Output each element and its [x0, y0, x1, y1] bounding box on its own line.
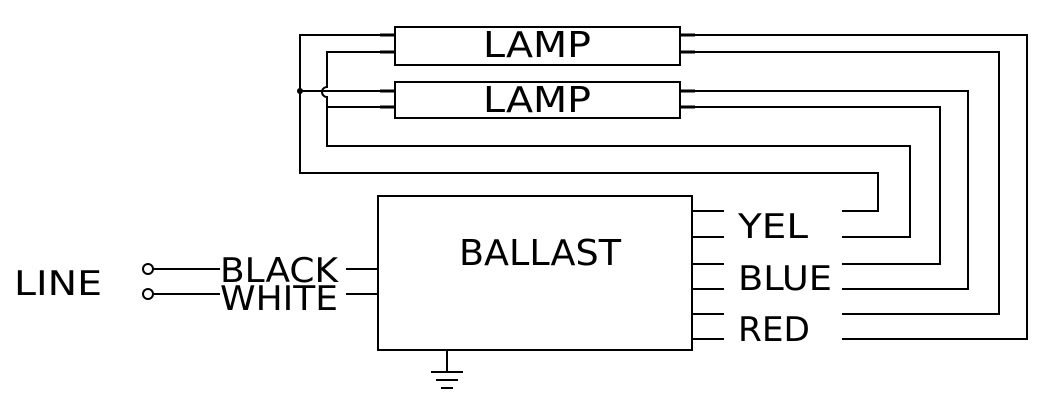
terminal-white-icon [142, 288, 154, 300]
lamp-top: LAMP [380, 25, 695, 66]
lamp-bottom: LAMP [380, 80, 695, 121]
ballast-body [377, 195, 693, 351]
wire-lamp-top-to-yel [299, 34, 879, 212]
terminal-black-icon [142, 263, 154, 275]
lamp-bottom-body [394, 81, 681, 119]
lamp-top-label: LAMP [483, 25, 591, 66]
lead-label-black: BLACK [220, 251, 340, 291]
lead-label-yel: YEL [737, 207, 808, 247]
junction-dot [297, 88, 303, 94]
line-label: LINE [14, 264, 102, 304]
lamp-bottom-label: LAMP [483, 80, 591, 121]
lead-label-blue: BLUE [738, 259, 832, 299]
wire-lamp-bottom-right-outer [695, 90, 969, 290]
wire-lamp-top-inner-to-lead2 [321, 51, 911, 238]
wire-lamp-bottom-right-inner [695, 106, 941, 265]
ballast: BALLAST [377, 195, 693, 351]
ballast-label: BALLAST [459, 233, 622, 274]
wire-lamp-top-right-inner [695, 51, 1000, 315]
lead-label-white: WHITE [220, 279, 338, 319]
wire-lamp-top-right-outer [695, 34, 1028, 340]
line-terminals [142, 263, 220, 300]
ground-symbol-icon [431, 350, 463, 389]
ballast-output-stubs [692, 210, 724, 340]
lamp-top-body [394, 26, 681, 66]
lead-label-red: RED [738, 310, 810, 350]
